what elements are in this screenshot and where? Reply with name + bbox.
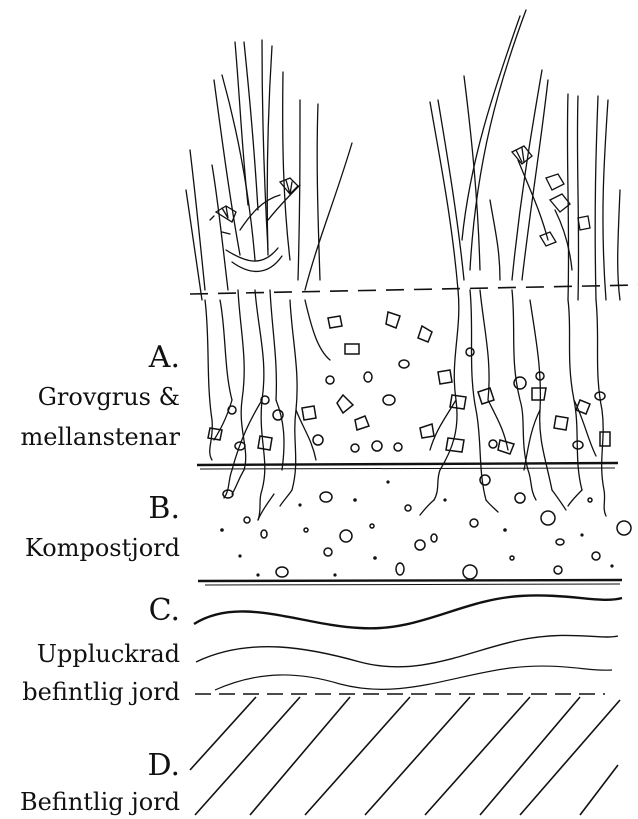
- layer-a-name-line-2: mellanstenar: [21, 423, 181, 451]
- gravel-stones: [208, 312, 610, 454]
- layer-c-name-line-1: Uppluckrad: [37, 640, 180, 668]
- layer-c-name-line-2: befintlig jord: [22, 678, 180, 706]
- layer-c-letter: C.: [149, 593, 180, 628]
- existing-soil-hatching: [190, 697, 620, 815]
- layer-b-letter: B.: [148, 491, 180, 526]
- layer-d-name-line-1: Befintlig jord: [20, 788, 180, 816]
- layer-a-letter: A.: [148, 340, 180, 375]
- layer-labels: A. Grovgrus & mellanstenar B. Kompostjor…: [20, 340, 181, 816]
- compost-particles: [223, 475, 631, 579]
- layer-a-name-line-1: Grovgrus &: [38, 383, 180, 411]
- boundary-a-b: [197, 463, 618, 465]
- loosened-soil-wavy-lines: [194, 595, 622, 690]
- ground-surface-dashed-line: [190, 285, 638, 294]
- layer-d-letter: D.: [147, 748, 180, 783]
- boundary-b-c: [198, 580, 622, 581]
- compost-dots: [220, 480, 613, 576]
- right-plant-clump: [420, 10, 620, 516]
- left-plant-clump: [186, 40, 352, 520]
- layer-b-name-line-1: Kompostjord: [25, 534, 180, 562]
